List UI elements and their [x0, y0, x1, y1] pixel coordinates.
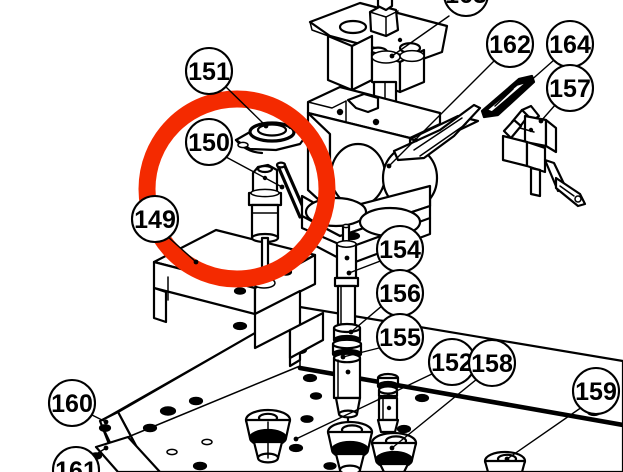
callout-number-156: 156 — [379, 280, 421, 308]
callout-leader-162 — [388, 60, 495, 167]
callout-balloon-155[interactable]: 155 — [340, 312, 425, 362]
hex-nipple-152 — [376, 372, 400, 434]
callout-circle-160[interactable] — [47, 378, 97, 428]
callout-leader-155 — [342, 347, 380, 358]
callout-number-158: 158 — [471, 350, 513, 378]
callout-leader-dot-163 — [389, 53, 395, 59]
callout-balloon-149[interactable]: 149 — [130, 194, 199, 265]
callout-circle-159[interactable] — [571, 366, 621, 416]
grommet-far-right — [483, 450, 527, 472]
callout-leader-158 — [391, 378, 478, 449]
callout-balloon-161[interactable]: 161 — [51, 445, 109, 472]
callout-balloon-150[interactable]: 150 — [184, 117, 285, 190]
callout-leader-159 — [506, 406, 583, 460]
grommet-left — [244, 408, 292, 464]
callout-leader-dot-162 — [386, 163, 392, 169]
callout-leader-dot-151 — [263, 123, 269, 129]
callout-leader-dot-156 — [348, 329, 354, 335]
blade-seal-164 — [480, 74, 536, 119]
callout-leader-160 — [89, 413, 107, 423]
callout-circle-150[interactable] — [184, 117, 234, 167]
callout-number-162: 162 — [489, 31, 531, 59]
callout-circle-163[interactable] — [443, 0, 489, 18]
grommet-right — [370, 431, 418, 472]
callout-leader-dot-155 — [340, 354, 346, 360]
callout-number-164: 164 — [549, 31, 591, 59]
callout-balloon-157[interactable]: 157 — [538, 63, 595, 124]
callout-number-161: 161 — [55, 457, 97, 472]
callout-balloon-164[interactable]: 164 — [525, 19, 595, 86]
heat-shield-162 — [392, 103, 482, 162]
callout-number-149: 149 — [134, 206, 176, 234]
grommet-row-158 — [244, 408, 527, 472]
callout-leader-dot-149 — [193, 259, 199, 265]
callout-leader-157 — [540, 103, 557, 122]
callout-number-160: 160 — [51, 390, 93, 418]
callout-number-157: 157 — [549, 75, 591, 103]
callout-number-151: 151 — [188, 58, 230, 86]
burner-housing — [300, 85, 442, 266]
callout-number-154: 154 — [379, 236, 421, 264]
callout-leader-150 — [225, 156, 283, 188]
callout-balloon-159[interactable]: 159 — [504, 366, 621, 462]
callout-leader-dot-154 — [346, 270, 352, 276]
callout-balloon-162[interactable]: 162 — [386, 19, 535, 169]
callout-leader-164 — [527, 59, 555, 84]
grommet-middle — [326, 420, 374, 472]
callout-circle-155[interactable] — [375, 312, 425, 362]
callout-circle-161[interactable] — [51, 445, 101, 472]
callout-number-159: 159 — [575, 378, 617, 406]
callout-balloon-152[interactable]: 152 — [293, 337, 477, 442]
callout-leader-149 — [166, 235, 197, 263]
callout-number-150: 150 — [188, 129, 230, 157]
ignition-electrode-157 — [501, 104, 587, 208]
upper-manifold-163 — [308, 0, 449, 126]
red-circle-annotation — [138, 90, 336, 288]
callout-leader-156 — [350, 304, 384, 333]
callout-balloon-163[interactable]: 163 — [389, 0, 489, 59]
callout-leader-dot-161 — [103, 445, 109, 451]
callout-circle-151[interactable] — [184, 46, 234, 96]
callout-leader-163 — [391, 15, 450, 57]
callout-balloon-156[interactable]: 156 — [348, 268, 425, 335]
callout-circle-158[interactable] — [467, 338, 517, 388]
callout-circle-149[interactable] — [130, 194, 180, 244]
callout-leader-dot-150 — [279, 184, 285, 190]
callout-balloon-154[interactable]: 154 — [346, 224, 425, 276]
callout-leader-dot-158 — [389, 445, 395, 451]
callout-balloon-151[interactable]: 151 — [184, 46, 269, 129]
callout-number-152: 152 — [431, 349, 473, 377]
solenoid-group-150-151 — [234, 120, 308, 274]
callout-leader-152 — [295, 372, 435, 440]
callout-leader-dot-164 — [525, 80, 531, 86]
callout-leader-dot-152 — [293, 436, 299, 442]
callout-balloon-160[interactable]: 160 — [47, 378, 109, 428]
callout-leader-dot-160 — [103, 419, 109, 425]
callout-leader-dot-159 — [504, 456, 510, 462]
callout-leader-151 — [225, 86, 267, 127]
callout-leader-154 — [348, 259, 384, 274]
callout-circle-157[interactable] — [545, 63, 595, 113]
callout-circle-162[interactable] — [485, 19, 535, 69]
callout-number-163: 163 — [445, 0, 487, 9]
callout-number-155: 155 — [379, 324, 421, 352]
callout-balloon-158[interactable]: 158 — [389, 338, 517, 451]
probe-stack-154-155-156 — [331, 223, 363, 430]
callout-leader-dot-157 — [538, 118, 544, 124]
